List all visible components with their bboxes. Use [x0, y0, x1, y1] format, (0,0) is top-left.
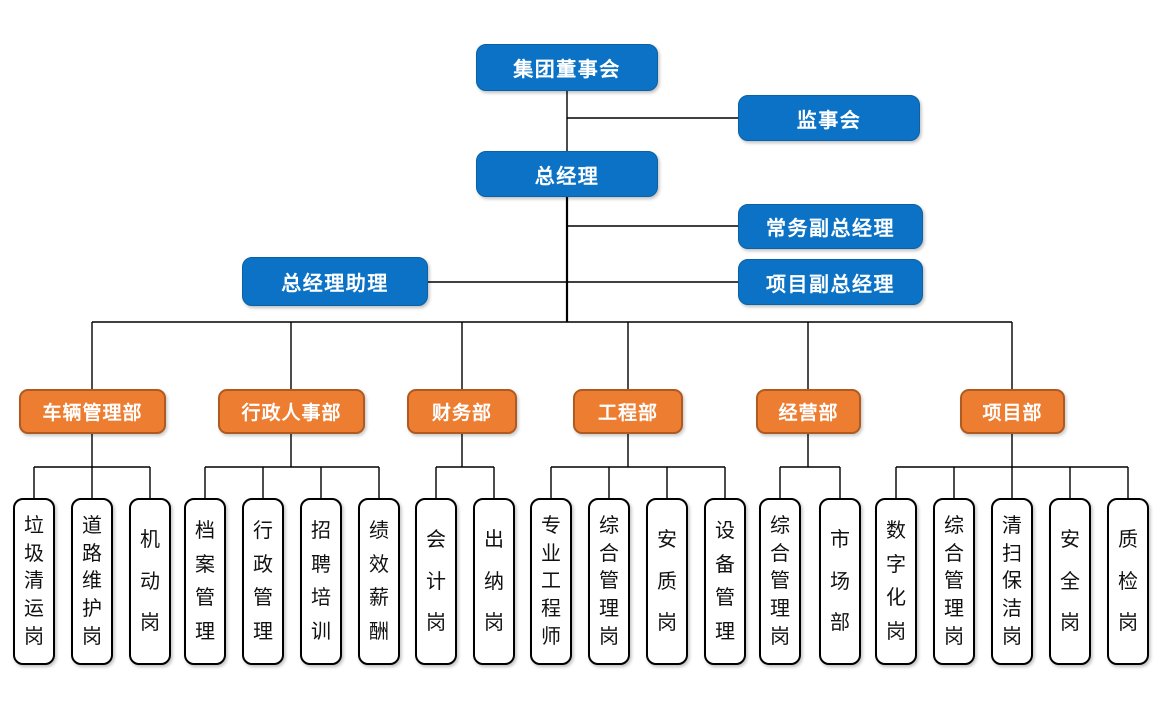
- node-pos-recruit-training: 招聘培训: [300, 498, 342, 665]
- node-dept-project: 项目部: [960, 389, 1065, 434]
- node-board-of-directors: 集团董事会: [476, 44, 658, 91]
- node-dept-finance: 财务部: [407, 389, 517, 434]
- connector-side-branches: [428, 117, 738, 283]
- node-pos-road-maintenance: 道路维护岗: [71, 498, 113, 665]
- node-dept-vehicle-management: 车辆管理部: [19, 389, 166, 434]
- node-general-manager: 总经理: [476, 151, 658, 197]
- node-pos-cleaning: 清扫保洁岗: [991, 498, 1033, 665]
- node-pos-performance-payroll: 绩效薪酬: [358, 498, 400, 665]
- node-pos-archives-management: 档案管理: [184, 498, 226, 665]
- node-pos-digitalization: 数字化岗: [875, 498, 917, 665]
- node-gm-assistant: 总经理助理: [242, 257, 428, 306]
- node-pos-mobile-duty: 机动岗: [129, 498, 171, 665]
- node-pos-garbage-collection: 垃圾清运岗: [13, 498, 55, 665]
- node-pos-professional-engineer: 专业工程师: [530, 498, 572, 665]
- connector-position-drops: [33, 467, 1129, 498]
- node-pos-safety-quality: 安质岗: [646, 498, 688, 665]
- node-pos-cashier: 出纳岗: [473, 498, 515, 665]
- node-pos-general-management-ops: 综合管理岗: [759, 498, 801, 665]
- node-pos-safety: 安全岗: [1049, 498, 1091, 665]
- node-dept-engineering: 工程部: [573, 389, 683, 434]
- node-pos-general-management-eng: 综合管理岗: [588, 498, 630, 665]
- node-dept-hr-admin: 行政人事部: [218, 389, 365, 434]
- node-dept-operations: 经营部: [756, 389, 861, 434]
- node-project-deputy-gm: 项目副总经理: [738, 259, 923, 305]
- node-pos-admin-management: 行政管理: [242, 498, 284, 665]
- connector-position-buses: [34, 434, 1128, 468]
- node-pos-general-management-proj: 综合管理岗: [933, 498, 975, 665]
- node-supervisory-board: 监事会: [738, 95, 920, 141]
- node-pos-equipment-management: 设备管理: [704, 498, 746, 665]
- node-executive-deputy-gm: 常务副总经理: [738, 204, 923, 249]
- node-pos-quality-inspection: 质检岗: [1107, 498, 1149, 665]
- connector-department-bus: [91, 321, 1013, 389]
- node-pos-accounting: 会计岗: [415, 498, 457, 665]
- node-pos-market: 市场部: [819, 498, 861, 665]
